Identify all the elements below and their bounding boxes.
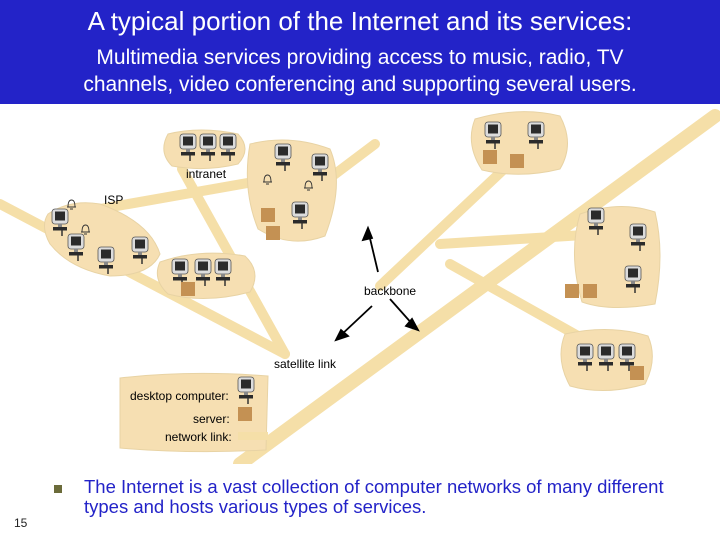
slide-number: 15 [14, 516, 28, 530]
label-satellite-link: satellite link [274, 357, 337, 371]
slide-title: A typical portion of the Internet and it… [87, 6, 633, 36]
label-backbone: backbone [364, 284, 416, 298]
link-to-topright [375, 149, 525, 291]
blob-isp [44, 202, 161, 277]
link-isp-intranet [95, 174, 275, 214]
link-to-right [435, 229, 605, 249]
server-icon [181, 282, 195, 296]
server-icon [266, 226, 280, 240]
legend-link-label: network link: [165, 430, 232, 444]
legend-server-label: server: [193, 412, 230, 426]
internet-diagram: intranet ISP backbone satellite link des… [0, 109, 720, 464]
body-text: The Internet is a vast collection of com… [84, 476, 664, 517]
label-isp: ISP [104, 193, 123, 207]
server-icon [630, 366, 644, 380]
subtitle-line-2: channels, video conferencing and support… [83, 73, 637, 96]
slide-subtitle: Multimedia services providing access to … [0, 44, 720, 98]
satellite-arrows [334, 225, 420, 342]
bullet-marker [54, 485, 62, 493]
legend-server-icon [238, 407, 252, 421]
server-icon [510, 154, 524, 168]
legend-desktop-label: desktop computer: [130, 389, 229, 403]
network-links [0, 109, 720, 464]
link-backbone [233, 109, 720, 464]
server-icon [565, 284, 579, 298]
slide-header: A typical portion of the Internet and it… [0, 0, 720, 104]
arrow-satellite-up [339, 305, 373, 337]
legend-box [119, 372, 269, 453]
legend-link-sample [238, 432, 268, 440]
server-icon [483, 150, 497, 164]
label-intranet: intranet [186, 167, 227, 181]
server-icon [261, 208, 275, 222]
subtitle-line-1: Multimedia services providing access to … [96, 46, 624, 69]
server-icon [583, 284, 597, 298]
